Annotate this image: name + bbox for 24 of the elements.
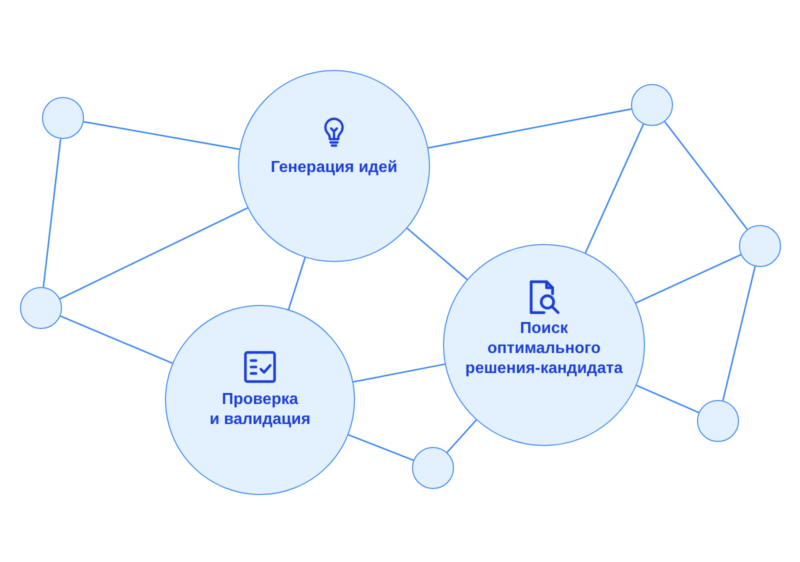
connector-line: [60, 315, 173, 364]
stage-label: Проверка и валидация: [210, 390, 310, 430]
network-node-circle: [42, 97, 84, 139]
connector-line: [353, 363, 445, 383]
connector-line: [428, 108, 632, 149]
connector-line: [664, 121, 748, 230]
stage-label: Поиск оптимального решения-кандидата: [465, 318, 623, 378]
connector-line: [635, 254, 742, 304]
connector-line: [42, 138, 62, 288]
connector-line: [446, 420, 477, 453]
connector-line: [406, 228, 468, 280]
connector-line: [348, 434, 414, 461]
network-node-circle: [697, 400, 739, 442]
network-node-circle: [20, 287, 62, 329]
network-node-circle: [412, 447, 454, 489]
connector-line: [84, 120, 240, 150]
connector-line: [636, 384, 700, 414]
connector-line: [722, 266, 756, 401]
stage-label: Генерация идей: [270, 158, 398, 178]
network-node-circle: [739, 225, 781, 267]
connector-line: [584, 124, 644, 254]
connector-line: [60, 207, 248, 300]
connector-line: [288, 257, 306, 310]
network-node-circle: [631, 84, 673, 126]
